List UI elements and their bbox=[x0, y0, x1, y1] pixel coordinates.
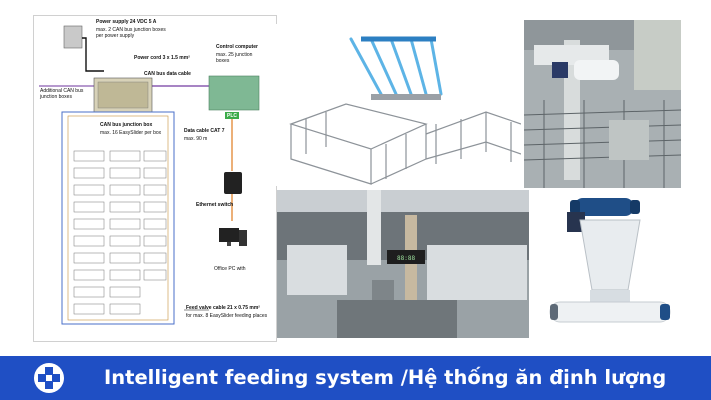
plc-label: PLC bbox=[227, 113, 237, 119]
junction-box-note: max. 16 EasySlider per box bbox=[100, 130, 162, 136]
stalls-illustration bbox=[276, 24, 521, 186]
office-pc-label: Office PC with bbox=[214, 266, 246, 272]
control-computer-title: Control computer bbox=[216, 44, 258, 50]
dispenser-illustration bbox=[532, 190, 687, 338]
barn-photo-illustration: 88:88 bbox=[277, 190, 529, 338]
footer-banner: Intelligent feeding system /Hệ thống ăn … bbox=[0, 356, 711, 400]
dispenser-display: 88:88 bbox=[397, 255, 415, 262]
control-computer-note: max. 25 junction boxes bbox=[216, 52, 253, 64]
junction-box-title: CAN bus junction box bbox=[100, 122, 153, 128]
system-wiring-diagram: Power supply 24 VDC 5 A max. 2 CAN bus j… bbox=[33, 15, 277, 342]
feed-valve-note: for max. 8 EasySlider feeding places bbox=[186, 313, 268, 319]
barn-feeding-photo: 88:88 bbox=[277, 190, 529, 338]
data-cable-note: max. 90 m bbox=[184, 136, 208, 142]
footer-title: Intelligent feeding system /Hệ thống ăn … bbox=[104, 366, 667, 389]
dispenser-unit-photo bbox=[532, 190, 687, 338]
additional-boxes-label: Additional CAN bus junction boxes bbox=[40, 88, 84, 100]
data-cable-title: Data cable CAT 7 bbox=[184, 128, 225, 134]
power-supply-note: max. 2 CAN bus junction boxes per power … bbox=[96, 27, 166, 39]
feeder-installation-photo bbox=[524, 20, 681, 188]
feeder-photo-illustration bbox=[524, 20, 681, 188]
feed-valve-title: Feed valve cable 21 x 0.75 mm² bbox=[186, 305, 260, 311]
wiring-diagram-lines bbox=[39, 25, 260, 325]
medical-cross-icon bbox=[34, 363, 64, 393]
feeding-stalls-render bbox=[276, 24, 521, 186]
power-supply-title: Power supply 24 VDC 5 A bbox=[96, 19, 157, 25]
ethernet-switch-label: Ethernet switch bbox=[196, 202, 234, 208]
can-bus-cable-label: CAN bus data cable bbox=[144, 71, 191, 77]
power-cord-label: Power cord 3 x 1.5 mm² bbox=[134, 55, 190, 61]
